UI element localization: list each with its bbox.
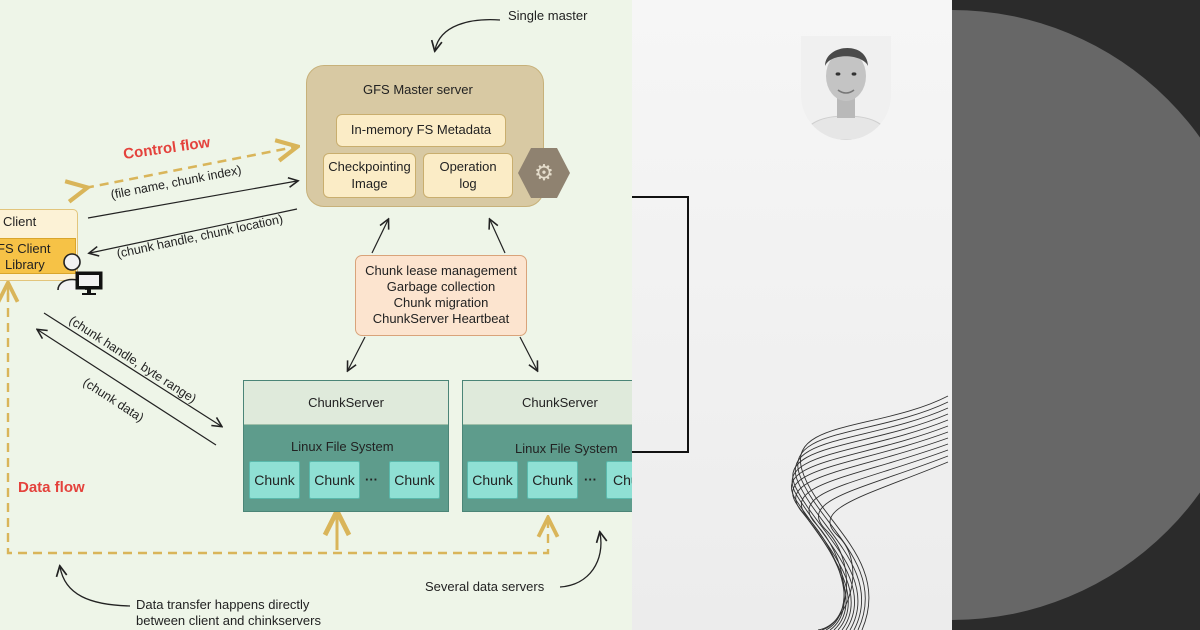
data-flow-label: Data flow [18,479,85,496]
chunk-block: Chunk [467,461,518,499]
chunk-ellipsis: ··· [365,472,378,487]
client-library-line1: FS Client [0,241,51,256]
several-servers-label: Several data servers [425,579,545,594]
chunkserver-1-filesystem: Linux File System [291,439,394,454]
client-title: Client [3,214,37,229]
chunk-management-box: Chunk lease management Garbage collectio… [355,255,527,336]
chunkserver-2-filesystem: Linux File System [515,441,618,456]
master-title: GFS Master server [363,82,473,97]
gears-icon: ⚙ [518,148,570,198]
presenter-panel [632,0,952,630]
chunk-block: Chunk [527,461,578,499]
chunk-block: Chunk [606,461,632,499]
user-with-monitor-icon [57,253,103,295]
chunk-block: Chunk [309,461,360,499]
management-item: Chunk lease management [365,263,517,278]
diagram-arrows [0,19,632,607]
management-item: Garbage collection [386,279,496,294]
checkpointing-image-box: Checkpointing Image [323,153,416,198]
single-master-label: Single master [508,8,588,23]
client-library-box: FS Client Library [0,238,76,274]
chunkserver-2-title: ChunkServer [463,381,632,425]
client-library-line2: Library [5,257,45,272]
decorative-wave-lines [791,395,949,630]
metadata-box: In-memory FS Metadata [336,114,506,147]
management-item: Chunk migration [393,295,489,310]
decorative-panel [952,0,1200,630]
management-item: ChunkServer Heartbeat [372,311,510,326]
transfer-note-line2: between client and chinkservers [136,613,321,628]
transfer-note-line1: Data transfer happens directly [136,597,310,612]
decorative-semicircle [952,10,1200,620]
gfs-diagram: Single master GFS Master server In-memor… [0,0,632,630]
chunk-block: Chunk [389,461,440,499]
chunk-ellipsis: ··· [584,472,597,487]
operation-log-box: Operation log [423,153,513,198]
chunk-block: Chunk [249,461,300,499]
bracket-connector [632,196,689,453]
chunkserver-1-title: ChunkServer [244,381,448,425]
